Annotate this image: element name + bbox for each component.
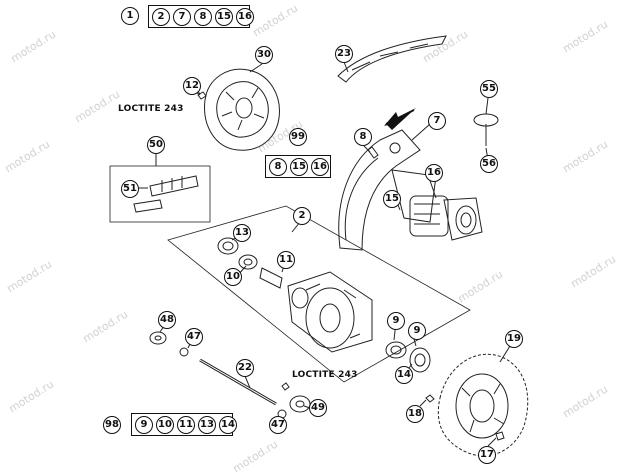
callout-56: 56 — [480, 155, 498, 173]
callout-set-kit99-item: 16 — [311, 157, 329, 176]
callout-set-kit99-item: 15 — [290, 157, 308, 176]
callout-set-top-item: 15 — [215, 7, 233, 26]
callout-set-top-item: 2 — [152, 7, 170, 26]
chain-guide-shape — [337, 35, 447, 83]
callout-set-kit98: 9 10 11 13 14 — [131, 413, 237, 436]
callout-set-kit98-item: 14 — [219, 415, 237, 434]
callout-set-kit98-item: 13 — [198, 415, 216, 434]
callout-12: 12 — [183, 77, 201, 95]
callout-55: 55 — [480, 80, 498, 98]
callout-22: 22 — [236, 359, 254, 377]
callout-set-kit99-item: 8 — [269, 157, 287, 176]
callout-48: 48 — [158, 311, 176, 329]
callout-set-kit99: 8 15 16 — [265, 155, 331, 178]
callout-11: 11 — [277, 251, 295, 269]
callout-99: 99 — [289, 128, 307, 146]
callout-set-kit98-item: 9 — [135, 415, 153, 434]
callout-19: 19 — [505, 330, 523, 348]
callout-98: 98 — [103, 416, 121, 434]
callout-51: 51 — [121, 180, 139, 198]
callout-set-top-item: 8 — [194, 7, 212, 26]
callout-13: 13 — [233, 224, 251, 242]
callout-set-top: 2 7 8 15 16 — [148, 5, 254, 28]
callout-18: 18 — [406, 405, 424, 423]
callout-17: 17 — [478, 446, 496, 464]
callout-set-top-item: 7 — [173, 7, 191, 26]
callout-set-kit98-item: 11 — [177, 415, 195, 434]
callout-1: 1 — [121, 7, 139, 25]
callout-9-right: 9 — [408, 322, 426, 340]
loctite-note-bottom: LOCTITE 243 — [292, 370, 358, 380]
callout-23: 23 — [335, 45, 353, 63]
callout-set-kit98-item: 10 — [156, 415, 174, 434]
callout-14: 14 — [395, 366, 413, 384]
caliper-shape — [409, 195, 483, 241]
callout-9-left: 9 — [387, 312, 405, 330]
wheel-hub-shape — [287, 271, 373, 353]
callout-47-bottom: 47 — [269, 416, 287, 434]
rear-sprocket-shape — [437, 353, 529, 457]
callout-10: 10 — [224, 268, 242, 286]
callout-8: 8 — [354, 128, 372, 146]
callout-15: 15 — [383, 190, 401, 208]
callout-set-top-item: 16 — [236, 7, 254, 26]
callout-2: 2 — [293, 207, 311, 225]
brake-disc-shape — [204, 68, 280, 151]
callout-7: 7 — [428, 112, 446, 130]
callout-49: 49 — [309, 399, 327, 417]
callout-30: 30 — [255, 46, 273, 64]
loctite-note-top: LOCTITE 243 — [118, 104, 184, 114]
callout-50: 50 — [147, 136, 165, 154]
callout-47-top: 47 — [185, 328, 203, 346]
callout-16: 16 — [425, 164, 443, 182]
